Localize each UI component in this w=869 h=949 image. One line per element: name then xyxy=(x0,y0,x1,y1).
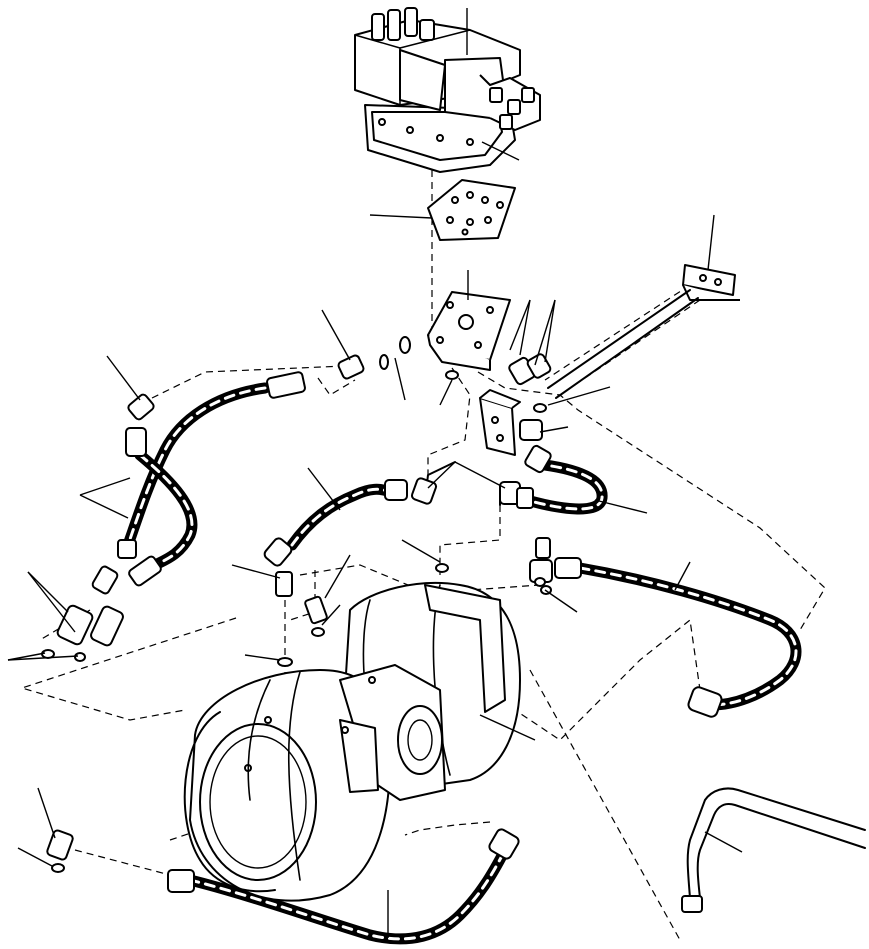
tube-lower-right xyxy=(681,787,866,913)
callout-leader xyxy=(479,714,536,741)
callout-leader xyxy=(509,299,531,351)
hose-center xyxy=(286,483,396,551)
tube-mid-fittings xyxy=(424,461,501,506)
callout-leader xyxy=(27,571,76,633)
callout-leader xyxy=(439,379,453,406)
bracket-right xyxy=(682,264,740,301)
hose-left-cross xyxy=(134,449,198,571)
callout-leader xyxy=(544,589,578,613)
callout-leader xyxy=(401,539,441,563)
callout-leader xyxy=(37,787,56,839)
callout-leaders xyxy=(7,8,743,938)
callout-leader xyxy=(539,426,569,433)
bracket-mid xyxy=(479,389,521,456)
callout-leader xyxy=(594,499,648,514)
callout-leader xyxy=(79,494,129,519)
callout-leader xyxy=(707,214,715,271)
callout-leader xyxy=(321,309,351,361)
callout-leader xyxy=(324,554,351,599)
callout-leader xyxy=(704,831,743,853)
fittings xyxy=(46,353,723,893)
callout-leader xyxy=(454,461,506,489)
callout-leader xyxy=(7,655,79,661)
tube-upper-right xyxy=(547,289,699,399)
callout-leader xyxy=(17,847,53,867)
callout-leader xyxy=(519,299,531,356)
callout-leader xyxy=(481,141,520,161)
callout-leader xyxy=(27,571,69,613)
hose-right-long xyxy=(574,562,802,711)
gasket-plate xyxy=(427,179,516,241)
callout-leader xyxy=(369,214,433,219)
callout-leader xyxy=(79,477,131,496)
drive-motor-housing xyxy=(183,582,521,902)
callout-leader xyxy=(674,561,691,591)
hose-bottom xyxy=(184,844,511,945)
hose-left-upper xyxy=(122,382,271,551)
callout-leader xyxy=(547,386,611,406)
callout-leader xyxy=(394,357,406,401)
callout-leader xyxy=(231,564,281,579)
hose-u-bend xyxy=(514,459,608,515)
callout-leader xyxy=(544,299,556,363)
callout-leader xyxy=(7,652,46,661)
control-valve-assembly xyxy=(354,7,541,173)
callout-leader xyxy=(321,604,341,626)
manifold-block xyxy=(427,291,511,371)
callout-leader xyxy=(106,355,141,401)
callout-leader xyxy=(427,461,456,489)
callout-leader xyxy=(534,299,556,366)
callout-leader xyxy=(244,654,281,661)
callout-leader xyxy=(307,467,341,511)
